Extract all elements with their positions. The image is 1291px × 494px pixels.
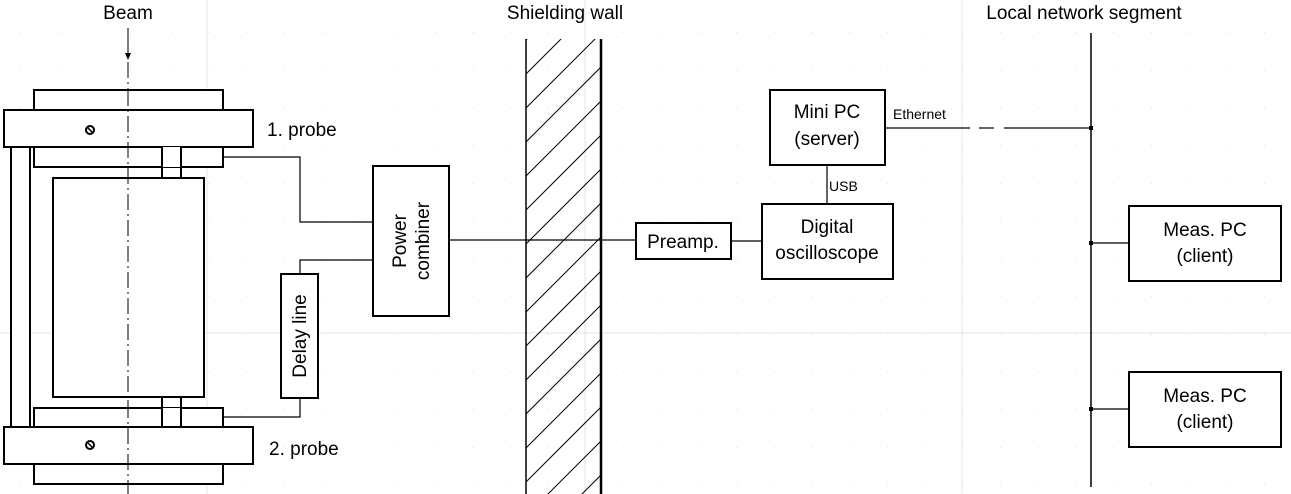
hatch-line [526, 406, 601, 483]
hatch-line [526, 372, 601, 449]
hatch-line [526, 338, 601, 415]
wall-hatching [526, 39, 601, 494]
wire-probe1-combiner [223, 156, 373, 223]
delay-line-block: Delay line [280, 273, 319, 399]
power-combiner-block: Power combiner [372, 165, 450, 317]
probe-assembly [3, 89, 254, 494]
preamp-label: Preamp. [647, 232, 719, 253]
side-bar-left [10, 146, 31, 428]
mini-pc-label-1: Mini PC [794, 102, 861, 123]
client-2-block: Meas. PC (client) [1089, 371, 1282, 448]
delay-line-label: Delay line [290, 294, 311, 377]
mini-pc-label-2: (server) [794, 129, 859, 150]
client-2-label-2: (client) [1176, 412, 1233, 433]
client-1-label-2: (client) [1176, 246, 1233, 267]
power-combiner-label-1: Power [390, 213, 411, 268]
hatch-line [526, 304, 601, 381]
oscilloscope-block: Digital oscilloscope [761, 203, 894, 280]
preamp-block: Preamp. [635, 222, 732, 260]
power-combiner-label-2: combiner [413, 201, 434, 280]
beam-arrow-icon [125, 53, 131, 60]
local-network-heading: Local network segment [986, 3, 1182, 24]
hatch-line [526, 134, 601, 211]
wire-probe2-delay [223, 398, 301, 418]
oscilloscope-label-2: oscilloscope [775, 243, 879, 264]
wire-delay-combiner [299, 259, 373, 274]
hatch-line [526, 39, 596, 109]
hatch-line [526, 100, 601, 177]
shielding-wall-heading: Shielding wall [507, 3, 623, 24]
hatch-line [526, 236, 601, 313]
shielding-wall [525, 39, 603, 494]
wire-ethernet [885, 126, 1093, 130]
hatch-line [581, 474, 601, 494]
mini-pc-block: Mini PC (server) [769, 89, 886, 166]
hatch-line [547, 440, 601, 494]
client-1-block: Meas. PC (client) [1089, 205, 1282, 282]
probe-1-screw-icon [85, 125, 95, 135]
hatch-line [526, 270, 601, 347]
probe-1-label: 1. probe [267, 120, 337, 141]
hatch-line [526, 66, 601, 143]
client-2-label-1: Meas. PC [1163, 386, 1246, 407]
probe-2-screw-icon [85, 440, 95, 450]
oscilloscope-label-1: Digital [801, 217, 854, 238]
client-1-label-1: Meas. PC [1163, 220, 1246, 241]
hatch-line [526, 168, 601, 245]
hatch-line [526, 39, 562, 75]
beam-heading: Beam [103, 3, 153, 24]
probe-2-label: 2. probe [269, 439, 339, 460]
usb-label: USB [829, 178, 858, 194]
ethernet-label: Ethernet [893, 106, 946, 122]
